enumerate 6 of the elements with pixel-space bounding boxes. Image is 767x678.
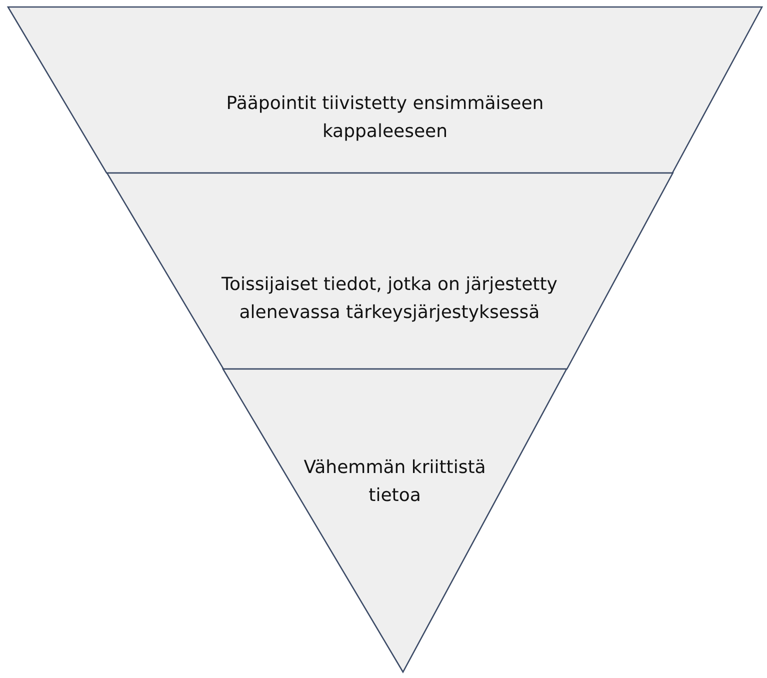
pyramid-band (106, 173, 672, 369)
pyramid-band (8, 7, 762, 173)
pyramid-tip (223, 369, 567, 672)
band-text: Pääpointit tiivistetty ensimmäiseen kappaleeseen (225, 92, 545, 144)
band-text: Vähemmän kriittistä tietoa (302, 456, 487, 508)
band-text: Toissijaiset tiedot, jotka on järjestetty alenevassa tärkeysjärjestyksessä (220, 273, 558, 325)
